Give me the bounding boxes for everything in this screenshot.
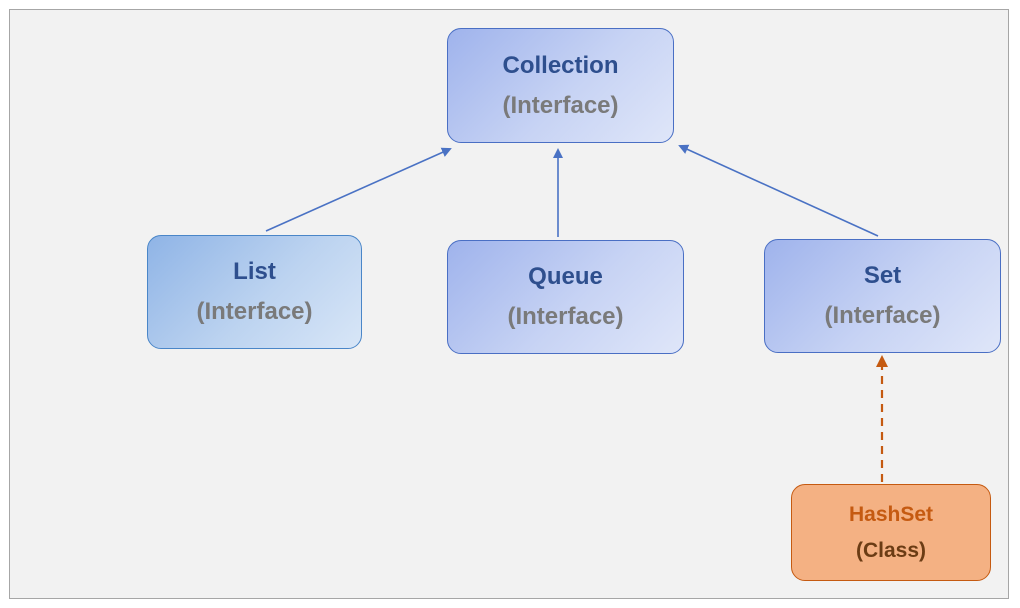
list-node: List (Interface)	[147, 235, 362, 349]
list-kind: (Interface)	[196, 298, 313, 325]
hashset-node: HashSet (Class)	[791, 484, 991, 581]
queue-name: Queue	[528, 263, 603, 290]
queue-node: Queue (Interface)	[447, 240, 684, 354]
queue-kind: (Interface)	[507, 303, 624, 330]
set-node: Set (Interface)	[764, 239, 1001, 353]
set-kind: (Interface)	[824, 302, 941, 329]
list-name: List	[233, 258, 276, 285]
hashset-name: HashSet	[848, 502, 934, 526]
collection-kind: (Interface)	[502, 91, 619, 119]
hashset-kind: (Class)	[855, 538, 927, 562]
edge-set-to-collection	[678, 144, 879, 237]
edge-list-to-collection	[265, 147, 452, 232]
collection-node: Collection (Interface)	[447, 28, 674, 143]
set-name: Set	[863, 262, 902, 289]
collection-name: Collection	[502, 51, 619, 79]
